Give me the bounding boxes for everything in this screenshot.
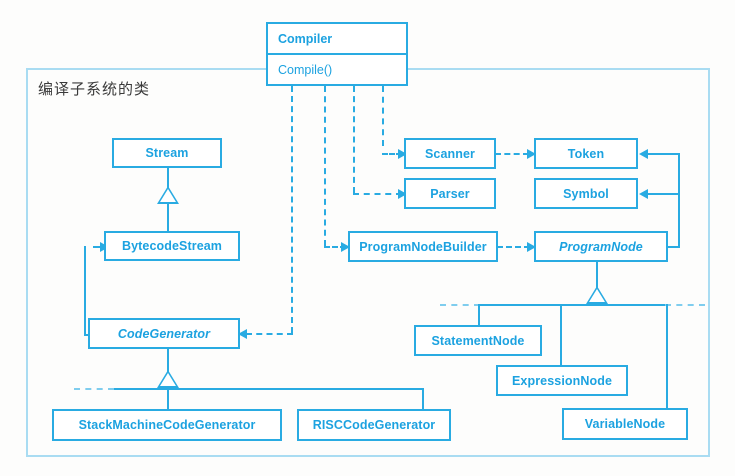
- class-box-parser[interactable]: Parser: [404, 178, 496, 209]
- class-box-variablenode[interactable]: VariableNode: [562, 408, 688, 440]
- class-box-symbol[interactable]: Symbol: [534, 178, 638, 209]
- class-box-codegenerator[interactable]: CodeGenerator: [88, 318, 240, 349]
- class-box-scanner[interactable]: Scanner: [404, 138, 496, 169]
- dependency-programnodebuilder-programnode-line: [497, 246, 530, 248]
- generalization-programnode-bus-dashed-left: [440, 304, 480, 306]
- generalization-stream-upper: [167, 166, 169, 194]
- dependency-compiler-programnodebuilder-stem: [324, 86, 326, 246]
- class-operation-compile: Compile(): [278, 62, 333, 77]
- association-rail-token-leg: [648, 153, 680, 155]
- association-rail-symbol-junction: [678, 193, 680, 195]
- class-box-risccodegenerator[interactable]: RISCCodeGenerator: [297, 409, 451, 441]
- generalization-programnode-bus-dashed-right: [665, 304, 705, 306]
- dependency-compiler-codegenerator-leg: [246, 333, 293, 335]
- generalization-codegenerator-bus-dashed-left: [74, 388, 114, 390]
- association-codegenerator-bytecodestream-upper: [93, 246, 105, 248]
- class-box-expressionnode[interactable]: ExpressionNode: [496, 365, 628, 396]
- generalization-triangle-programnode: [586, 286, 608, 304]
- arrowhead-parser: [398, 189, 407, 199]
- generalization-drop-variablenode: [666, 304, 668, 409]
- generalization-stream-lower: [167, 204, 169, 232]
- arrowhead-token: [527, 149, 536, 159]
- association-codegenerator-bytecodestream-vertical: [84, 246, 86, 336]
- generalization-triangle-codegenerator: [157, 370, 179, 388]
- class-box-programnode[interactable]: ProgramNode: [534, 231, 668, 262]
- dependency-compiler-programnodebuilder-leg: [324, 246, 346, 248]
- class-box-statementnode[interactable]: StatementNode: [414, 325, 542, 356]
- subsystem-boundary: [26, 68, 710, 457]
- class-box-token[interactable]: Token: [534, 138, 638, 169]
- class-box-stream[interactable]: Stream: [112, 138, 222, 168]
- dependency-compiler-parser-stem: [353, 86, 355, 193]
- class-box-bytecodestream[interactable]: BytecodeStream: [104, 231, 240, 261]
- arrowhead-codegenerator: [238, 329, 247, 339]
- arrowhead-programnodebuilder: [341, 242, 350, 252]
- dependency-compiler-scanner-stem: [382, 86, 384, 146]
- class-box-stackmachinecodegenerator[interactable]: StackMachineCodeGenerator: [52, 409, 282, 441]
- dependency-compiler-scanner-leg: [382, 153, 402, 155]
- generalization-drop-statementnode: [478, 304, 480, 326]
- generalization-codegenerator-stem: [167, 348, 169, 374]
- generalization-programnode-bus: [478, 304, 668, 306]
- class-box-programnodebuilder[interactable]: ProgramNodeBuilder: [348, 231, 498, 262]
- generalization-codegenerator-bus: [112, 388, 424, 390]
- class-box-compiler[interactable]: Compiler Compile(): [266, 22, 408, 86]
- association-programnode-rail-bottom: [656, 246, 680, 248]
- generalization-drop-stackmachinecodegenerator: [167, 388, 169, 410]
- generalization-drop-expressionnode: [560, 304, 562, 366]
- class-name-compiler: Compiler: [268, 24, 406, 55]
- dependency-compiler-parser-leg: [353, 193, 402, 195]
- generalization-drop-risccodegenerator: [422, 388, 424, 410]
- association-rail-symbol-leg: [648, 193, 680, 195]
- dependency-scanner-token-line: [495, 153, 529, 155]
- arrowhead-programnode: [527, 242, 536, 252]
- association-programnode-rail-vertical: [678, 153, 680, 248]
- generalization-programnode-stem: [596, 262, 598, 290]
- arrowhead-symbol-association: [639, 189, 648, 199]
- arrowhead-scanner: [398, 149, 407, 159]
- generalization-triangle-stream: [157, 186, 179, 204]
- subsystem-label: 编译子系统的类: [38, 80, 151, 98]
- arrowhead-token-association: [639, 149, 648, 159]
- dependency-compiler-codegenerator-stem: [291, 86, 293, 333]
